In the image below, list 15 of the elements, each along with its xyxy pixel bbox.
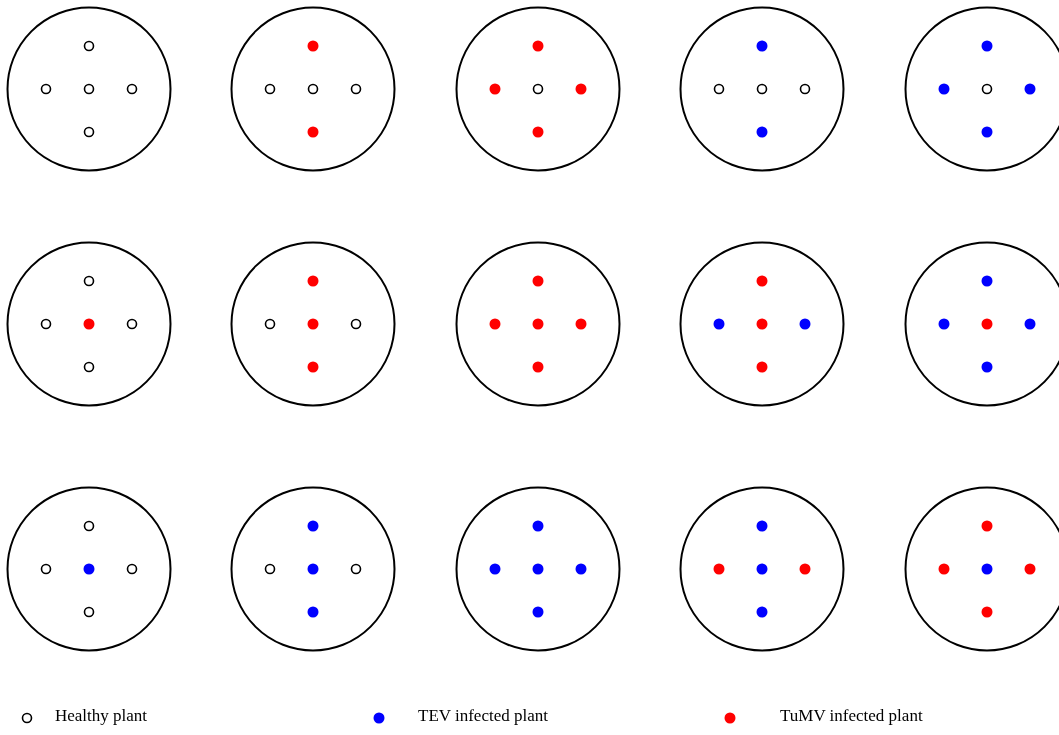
pot-circle	[679, 486, 845, 652]
legend-label: TuMV infected plant	[780, 706, 923, 726]
pot-circle	[455, 486, 621, 652]
legend-label: Healthy plant	[55, 706, 148, 726]
pot-circle	[230, 241, 396, 407]
pot-circle	[455, 241, 621, 407]
pot-circle	[6, 241, 172, 407]
pot-circle	[230, 486, 396, 652]
pot-circle	[679, 6, 845, 172]
legend-label: TEV infected plant	[418, 706, 548, 726]
pot-circle	[230, 6, 396, 172]
pot-circle	[6, 6, 172, 172]
pot-circle	[455, 6, 621, 172]
pot-circle	[6, 486, 172, 652]
pot-circle	[679, 241, 845, 407]
